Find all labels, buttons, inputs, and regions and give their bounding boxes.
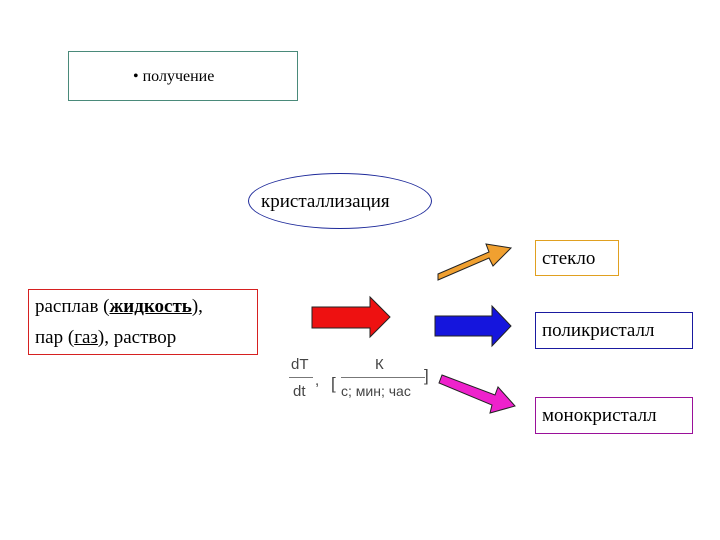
unit-denominator: с; мин; час — [341, 383, 411, 399]
glass-label: стекло — [542, 248, 596, 269]
polycrystal-box: поликристалл — [535, 312, 693, 349]
polycrystal-label: поликристалл — [542, 320, 655, 341]
source-line-1: расплав (жидкость), — [35, 296, 203, 318]
source-line-1-suffix: ), — [191, 296, 203, 317]
formula-numerator: dT — [291, 356, 309, 373]
glass-box: стекло — [535, 240, 619, 276]
formula-fraction-bar — [289, 377, 313, 378]
formula-comma: , — [315, 372, 320, 389]
glass-arrow — [437, 243, 513, 281]
title-label: • получение — [133, 68, 215, 85]
gas-term: газ — [74, 327, 98, 348]
formula-open-bracket: [ — [331, 374, 336, 393]
formula-close-bracket: ] — [424, 366, 429, 385]
formula-denominator: dt — [293, 383, 306, 400]
crystallization-oval: кристаллизация — [248, 173, 432, 229]
main-arrow — [311, 295, 391, 339]
crystallization-label: кристаллизация — [261, 191, 390, 212]
monocrystal-arrow — [438, 374, 516, 414]
source-line-1-prefix: расплав ( — [35, 296, 110, 317]
source-box: расплав (жидкость), пар (газ), раствор — [28, 289, 258, 355]
monocrystal-box: монокристалл — [535, 397, 693, 434]
title-box: • получение — [68, 51, 298, 101]
liquid-term: жидкость — [109, 296, 192, 317]
unit-numerator: К — [375, 356, 384, 373]
source-line-2-suffix: ), раствор — [97, 327, 177, 348]
monocrystal-label: монокристалл — [542, 405, 657, 426]
source-line-2: пар (газ), раствор — [35, 327, 176, 349]
polycrystal-arrow — [434, 304, 512, 348]
source-line-2-prefix: пар ( — [35, 327, 75, 348]
cooling-rate-formula: dT dt , [ К с; мин; час ] — [285, 352, 435, 406]
unit-fraction-bar — [341, 377, 425, 378]
